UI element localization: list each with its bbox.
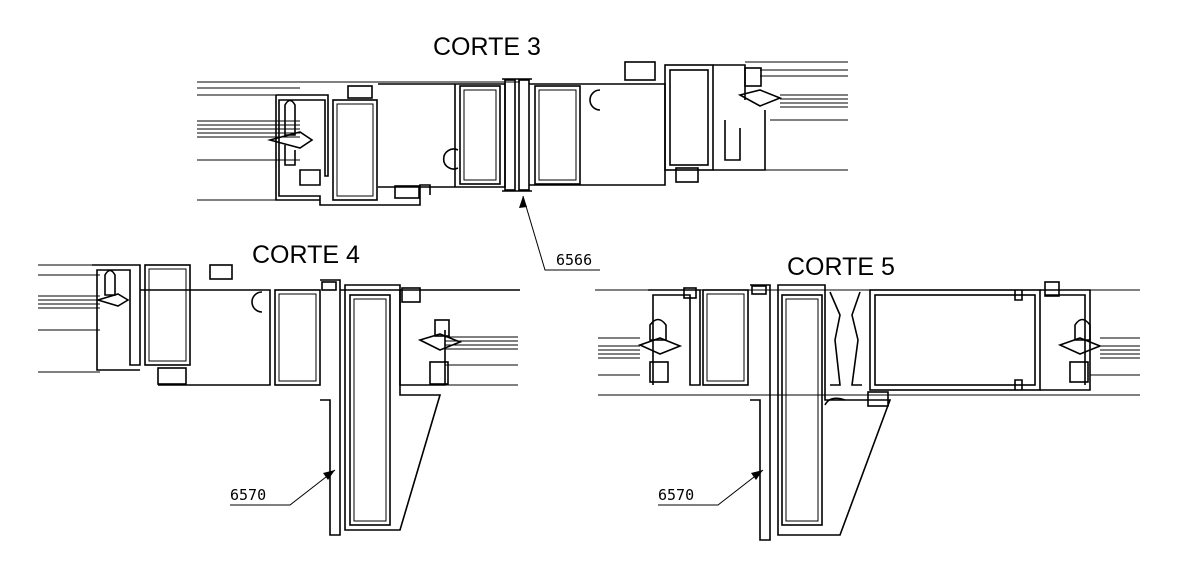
section-title-corte-5: CORTE 5 [787,253,895,281]
glazing-right-corte-3 [745,61,848,171]
section-corte-3: CORTE 3 [197,33,848,271]
section-title-corte-4: CORTE 4 [252,241,360,269]
leader-6570-corte-5: 6570 [658,469,764,506]
center-mullion-corte-3 [378,61,666,192]
left-frame-profile-corte-3 [266,85,431,206]
glazing-right-corte-4 [400,289,518,386]
leader-6566: 6566 [519,195,600,271]
section-title-corte-3: CORTE 3 [433,33,541,61]
mullion-corte-4 [251,279,520,536]
glazing-left-corte-4 [38,264,140,373]
left-frame-profile-corte-4 [92,264,271,386]
mullion-corte-5 [750,284,892,541]
insulated-panel-corte-5 [829,289,1041,391]
right-frame-profile-corte-3 [664,64,783,183]
part-ref-6570-corte-4: 6570 [230,486,266,504]
left-frame-profile-corte-5 [637,287,749,386]
glazing-left-corte-5 [595,289,1140,396]
section-corte-5: CORTE 5 [595,253,1140,541]
part-ref-6566: 6566 [556,251,592,269]
part-ref-6570-corte-5: 6570 [658,486,694,504]
right-frame-profile-corte-5 [1040,281,1140,391]
section-corte-4: CORTE 4 [38,241,520,536]
leader-6570-corte-4: 6570 [230,469,336,506]
